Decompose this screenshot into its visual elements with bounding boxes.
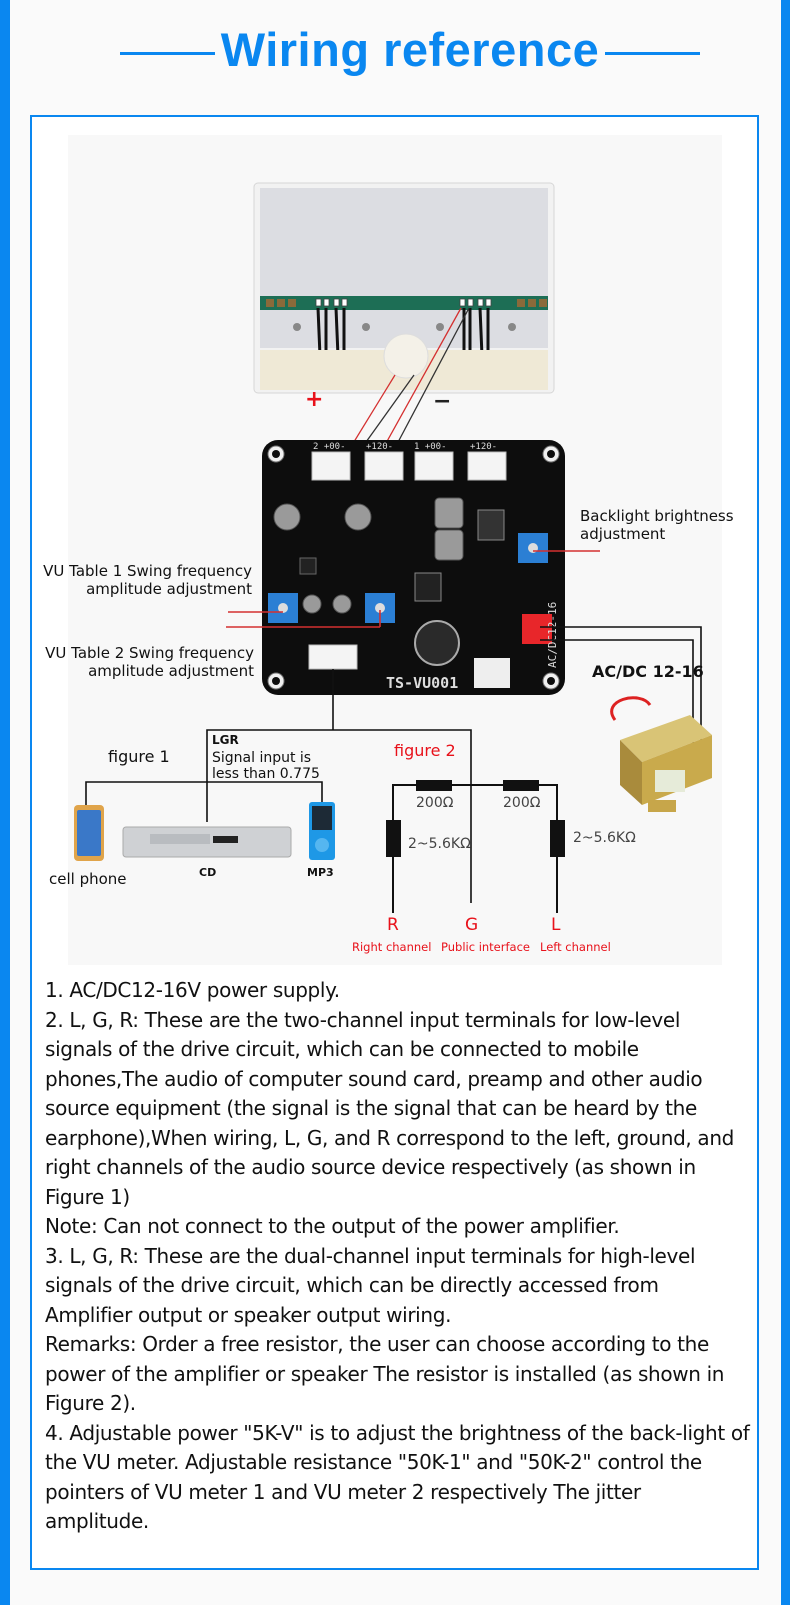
terminal-g: G [465,915,479,935]
instruction-4: 4. Adjustable power "5K-V" is to adjust … [45,1420,750,1534]
power-connector [522,614,552,644]
connector-label-1: 2 +00- [313,442,346,452]
page-title: Wiring reference [220,23,600,76]
trimpot-5k-v [518,533,548,563]
device-label-cd: CD [199,866,217,879]
resistor-shunt-r [386,820,401,857]
connector-label-3: 1 +00- [414,442,447,452]
minus-sign: − [433,389,451,414]
annotation-lines [226,550,600,628]
figure2-title: figure 2 [394,741,456,760]
resistors [386,780,565,857]
terminal-label-public: Public interface [441,940,530,954]
instruction-2: 2. L, G, R: These are the two-channel in… [45,1007,735,1209]
terminal-label-left: Left channel [540,940,611,954]
lgr-pin-label: LGR [212,733,239,747]
vu1-adjust-label: VU Table 1 Swing frequency amplitude adj… [43,562,252,598]
vu-connectors [311,451,507,481]
device-label-phone: cell phone [49,870,127,888]
power-spec-label: AC/DC 12-16 [592,662,704,681]
mp3-player-icon [309,802,335,860]
vu-meter-panel: + − [253,182,555,414]
resistor-label-200-2: 200Ω [503,795,541,811]
device-label-mp3: MP3 [307,866,334,879]
backlight-label: Backlight brightness adjustment [580,507,734,543]
trimpot-50k-2 [268,593,298,623]
resistor-shunt-l [550,820,565,857]
terminal-label-right: Right channel [352,940,432,954]
title-rule-right [605,52,700,55]
cd-player-icon [122,826,292,858]
right-accent-bar [781,0,790,1605]
input-connector [308,644,358,670]
figure1-title: figure 1 [108,747,170,766]
power-wires [540,626,702,752]
title-rule-left [120,52,215,55]
resistor-200-2 [503,780,539,791]
instruction-note: Note: Can not connect to the output of t… [45,1214,620,1238]
smartphone-icon [74,805,104,861]
instruction-1: 1. AC/DC12-16V power supply. [45,978,340,1002]
terminal-r: R [387,915,399,935]
plus-sign: + [305,387,323,412]
power-label: AC/DC12-16 [546,602,559,668]
main-capacitor [414,620,460,666]
instruction-3: 3. L, G, R: These are the dual-channel i… [45,1243,696,1327]
left-accent-bar [0,0,10,1605]
vu2-adjust-label: VU Table 2 Swing frequency amplitude adj… [45,644,254,680]
resistor-200-1 [416,780,452,791]
page-header: Wiring reference [0,18,790,88]
terminal-l: L [551,915,561,935]
signal-wires [85,669,472,903]
vu-led-strip [260,296,548,310]
instructions: 1. AC/DC12-16V power supply. 2. L, G, R:… [45,976,750,1537]
resistor-label-200-1: 200Ω [416,795,454,811]
board-model: TS-VU001 [386,674,458,692]
driver-board: 2 +00- +120- 1 +00- +120- AC/DC12-16 TS-… [262,440,565,695]
instruction-remarks: Remarks: Order a free resistor, the user… [45,1332,725,1415]
connector-label-4: +120- [470,442,497,452]
resistor-label-shunt-r: 2~5.6KΩ [408,836,471,852]
vu-meter-hub [383,333,429,379]
wiring-diagram: + − 2 +00- +120- 1 +00- +120- [74,182,712,913]
resistor-label-shunt-l: 2~5.6KΩ [573,830,636,846]
transformer-icon [610,696,712,812]
connector-label-2: +120- [366,442,393,452]
signal-input-note: Signal input is less than 0.775 [212,750,320,782]
